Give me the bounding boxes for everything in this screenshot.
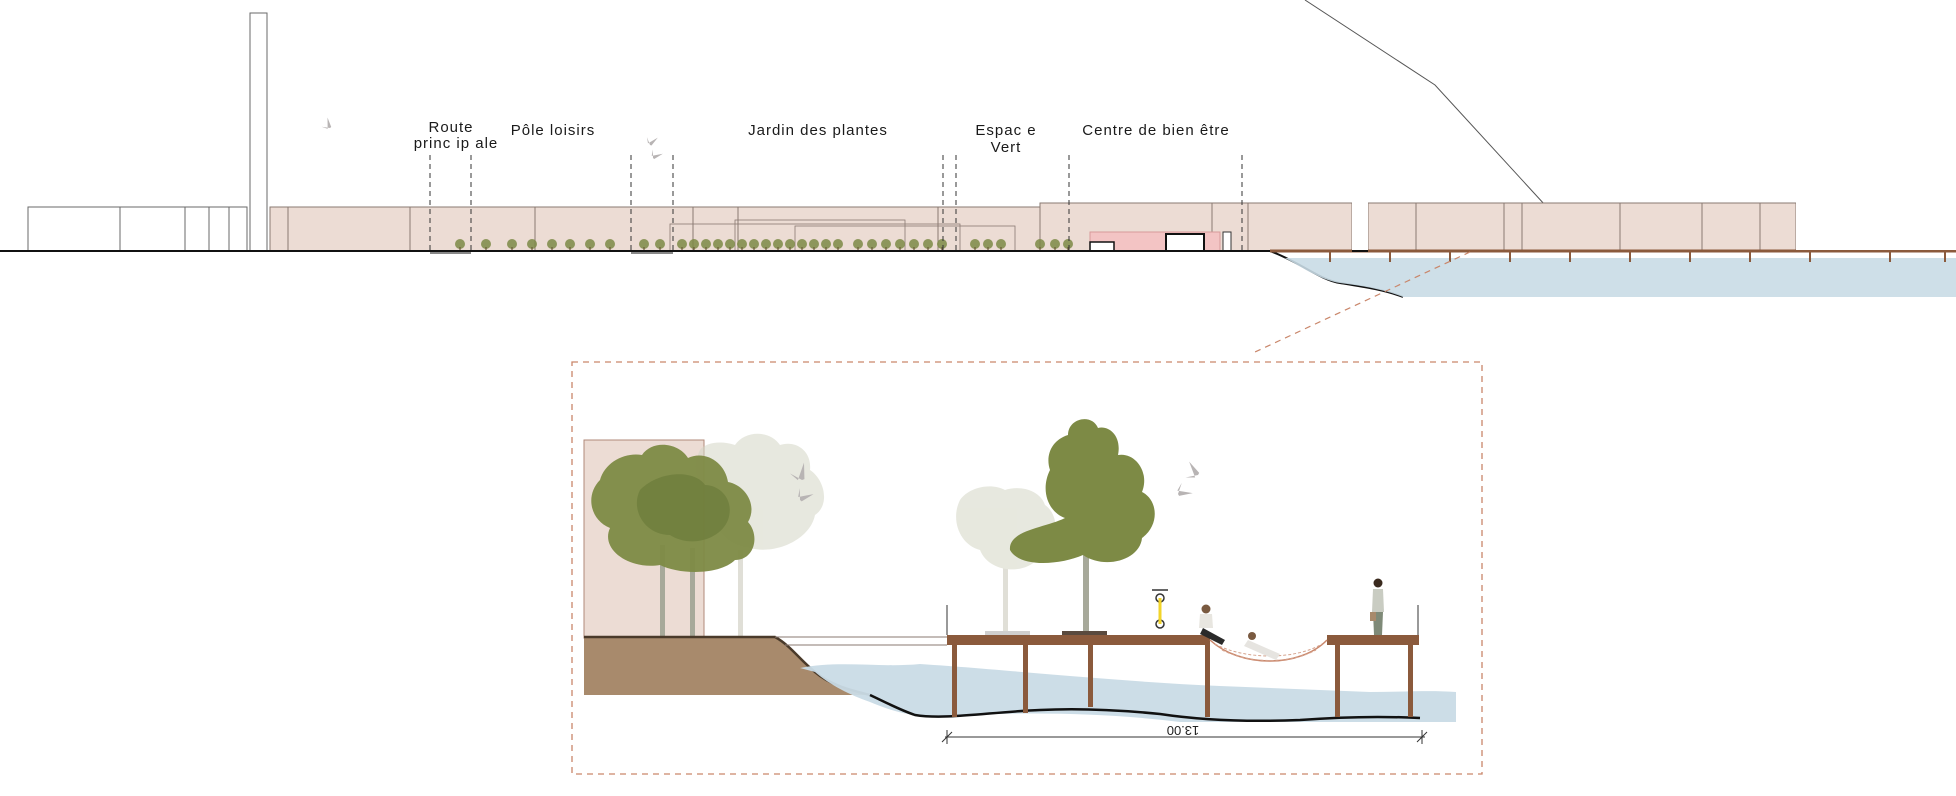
deck — [946, 605, 1419, 717]
person-icon — [1244, 632, 1280, 660]
bird-icon — [1174, 480, 1193, 500]
riverbed-line — [869, 693, 1421, 722]
soil-mass — [584, 637, 870, 695]
zone-label-route-line2: princ ip ale — [414, 135, 499, 152]
zone-labels: Route princ ip ale Pôle loisirs Jardin d… — [414, 119, 1229, 156]
zone-label-jardin: Jardin des plantes — [748, 122, 888, 139]
zone-label-espace-line1: Espac e — [975, 122, 1036, 139]
dimension-line: 13.00 — [941, 723, 1428, 744]
detail-water — [800, 664, 1456, 722]
person-icon — [1370, 578, 1384, 635]
bird-icon — [644, 134, 658, 147]
zone-label-espace-line2: Vert — [991, 139, 1022, 156]
water-body — [1285, 258, 1956, 297]
dimension-label: 13.00 — [1167, 723, 1200, 738]
bird-icon — [319, 117, 334, 132]
site-elevation: Route princ ip ale Pôle loisirs Jardin d… — [0, 0, 1956, 353]
tree-icon — [591, 444, 755, 638]
person-icon — [1199, 604, 1225, 645]
detail-frame — [571, 361, 1483, 775]
boardwalk — [1270, 249, 1956, 262]
zone-label-route-line1: Route — [428, 119, 473, 136]
ground-line — [0, 250, 1404, 298]
zone-markers — [429, 155, 1243, 251]
left-white-buildings — [27, 12, 268, 252]
bicycle-icon — [1152, 589, 1168, 629]
zone-label-centre: Centre de bien être — [1082, 122, 1229, 139]
bird-icon — [1181, 461, 1202, 483]
bird-icon — [648, 147, 663, 162]
main-buildings — [269, 202, 1797, 252]
zone-label-pole-loisirs: Pôle loisirs — [511, 122, 596, 139]
slope-line — [1304, 0, 1546, 206]
detail-section: 13.00 — [571, 361, 1483, 775]
tree-icon — [1009, 419, 1155, 638]
